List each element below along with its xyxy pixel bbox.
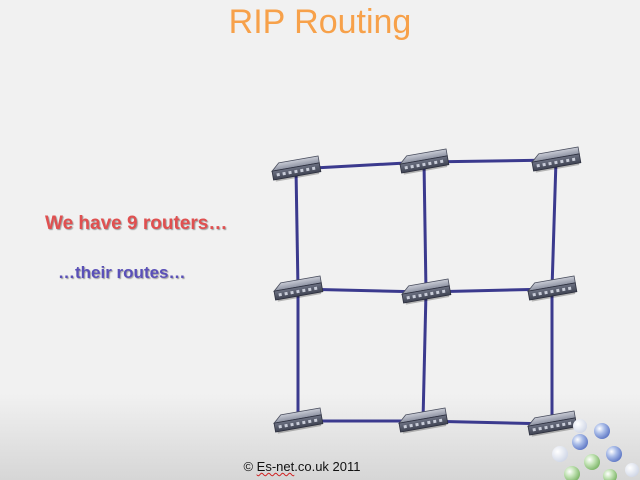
bullet-routes: …their routes… bbox=[58, 263, 186, 282]
link-r2-r5 bbox=[422, 161, 428, 293]
router-icon bbox=[273, 275, 324, 302]
copyright-brand: Es-net bbox=[256, 459, 295, 474]
slide-title: RIP Routing bbox=[228, 3, 412, 41]
copyright-suffix: .co.uk 2011 bbox=[294, 459, 361, 474]
router-icon bbox=[399, 148, 450, 175]
copyright-footer: © Es-net.co.uk 2011 bbox=[0, 459, 604, 474]
network-routers bbox=[271, 146, 582, 437]
link-r1-r4 bbox=[294, 168, 300, 290]
router-icon bbox=[527, 410, 578, 437]
link-r3-r6 bbox=[550, 159, 558, 290]
router-icon bbox=[527, 275, 578, 302]
router-icon bbox=[401, 278, 452, 305]
router-icon bbox=[531, 146, 582, 173]
link-r5-r8 bbox=[421, 291, 428, 422]
router-icon bbox=[398, 407, 449, 434]
bullet-routers-count: We have 9 routers… bbox=[45, 213, 228, 234]
router-icon bbox=[273, 407, 324, 434]
copyright-prefix: © bbox=[243, 459, 257, 474]
router-icon bbox=[271, 155, 322, 182]
decorative-bubbles bbox=[552, 419, 639, 480]
